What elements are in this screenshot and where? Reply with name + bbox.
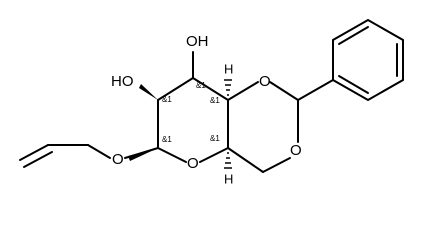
- phenyl-double-1: [338, 26, 369, 45]
- atom-h-bottom: H: [224, 171, 233, 186]
- bond-vinyl-double-b: [23, 151, 53, 168]
- molecule-diagram: OH HO O O O O H H &1 &1 &1 &1 &1: [19, 18, 404, 186]
- stereo-c-oh-top: &1: [196, 81, 206, 90]
- atom-oh-left: HO: [111, 73, 134, 90]
- bond-acetal-phenyl: [297, 79, 334, 101]
- bond-allyl-2: [87, 144, 111, 159]
- stereo-c-ring-fusion-top: &1: [210, 96, 220, 105]
- stereo-c-oh-left: &1: [162, 95, 172, 104]
- structure-svg: OH HO O O O O H H &1 &1 &1 &1 &1: [19, 18, 404, 186]
- bond-o-upper-acetal: [269, 81, 299, 101]
- stereo-c-anomeric: &1: [162, 135, 172, 144]
- atom-h-top: H: [224, 61, 233, 76]
- atom-oh-top: OH: [186, 33, 209, 50]
- bond-vinyl-double-a: [19, 144, 49, 161]
- bond-c5-oring: [199, 147, 229, 163]
- phenyl-ring: [332, 18, 404, 102]
- phenyl-double-3: [338, 75, 369, 94]
- atom-o-right: O: [290, 142, 302, 159]
- atom-o-pyranose: O: [187, 155, 199, 172]
- bond-c3-c4: [192, 77, 229, 101]
- bond-oring-anomeric: [157, 147, 187, 163]
- bond-c4-o-upper: [227, 81, 259, 101]
- stereo-c-ring-fusion-bottom: &1: [210, 134, 220, 143]
- atom-o-upper: O: [259, 73, 271, 90]
- wedge-c2-oh: [139, 84, 158, 100]
- hash-c5-h: [224, 152, 232, 169]
- wedge-anomeric-o: [128, 148, 158, 161]
- bond-o-right-ch2: [262, 157, 291, 173]
- bond-ch2-c5: [227, 147, 264, 173]
- atom-o-allyl: O: [112, 151, 124, 168]
- bond-c2-c3: [157, 77, 194, 101]
- hash-c4-h: [224, 79, 232, 96]
